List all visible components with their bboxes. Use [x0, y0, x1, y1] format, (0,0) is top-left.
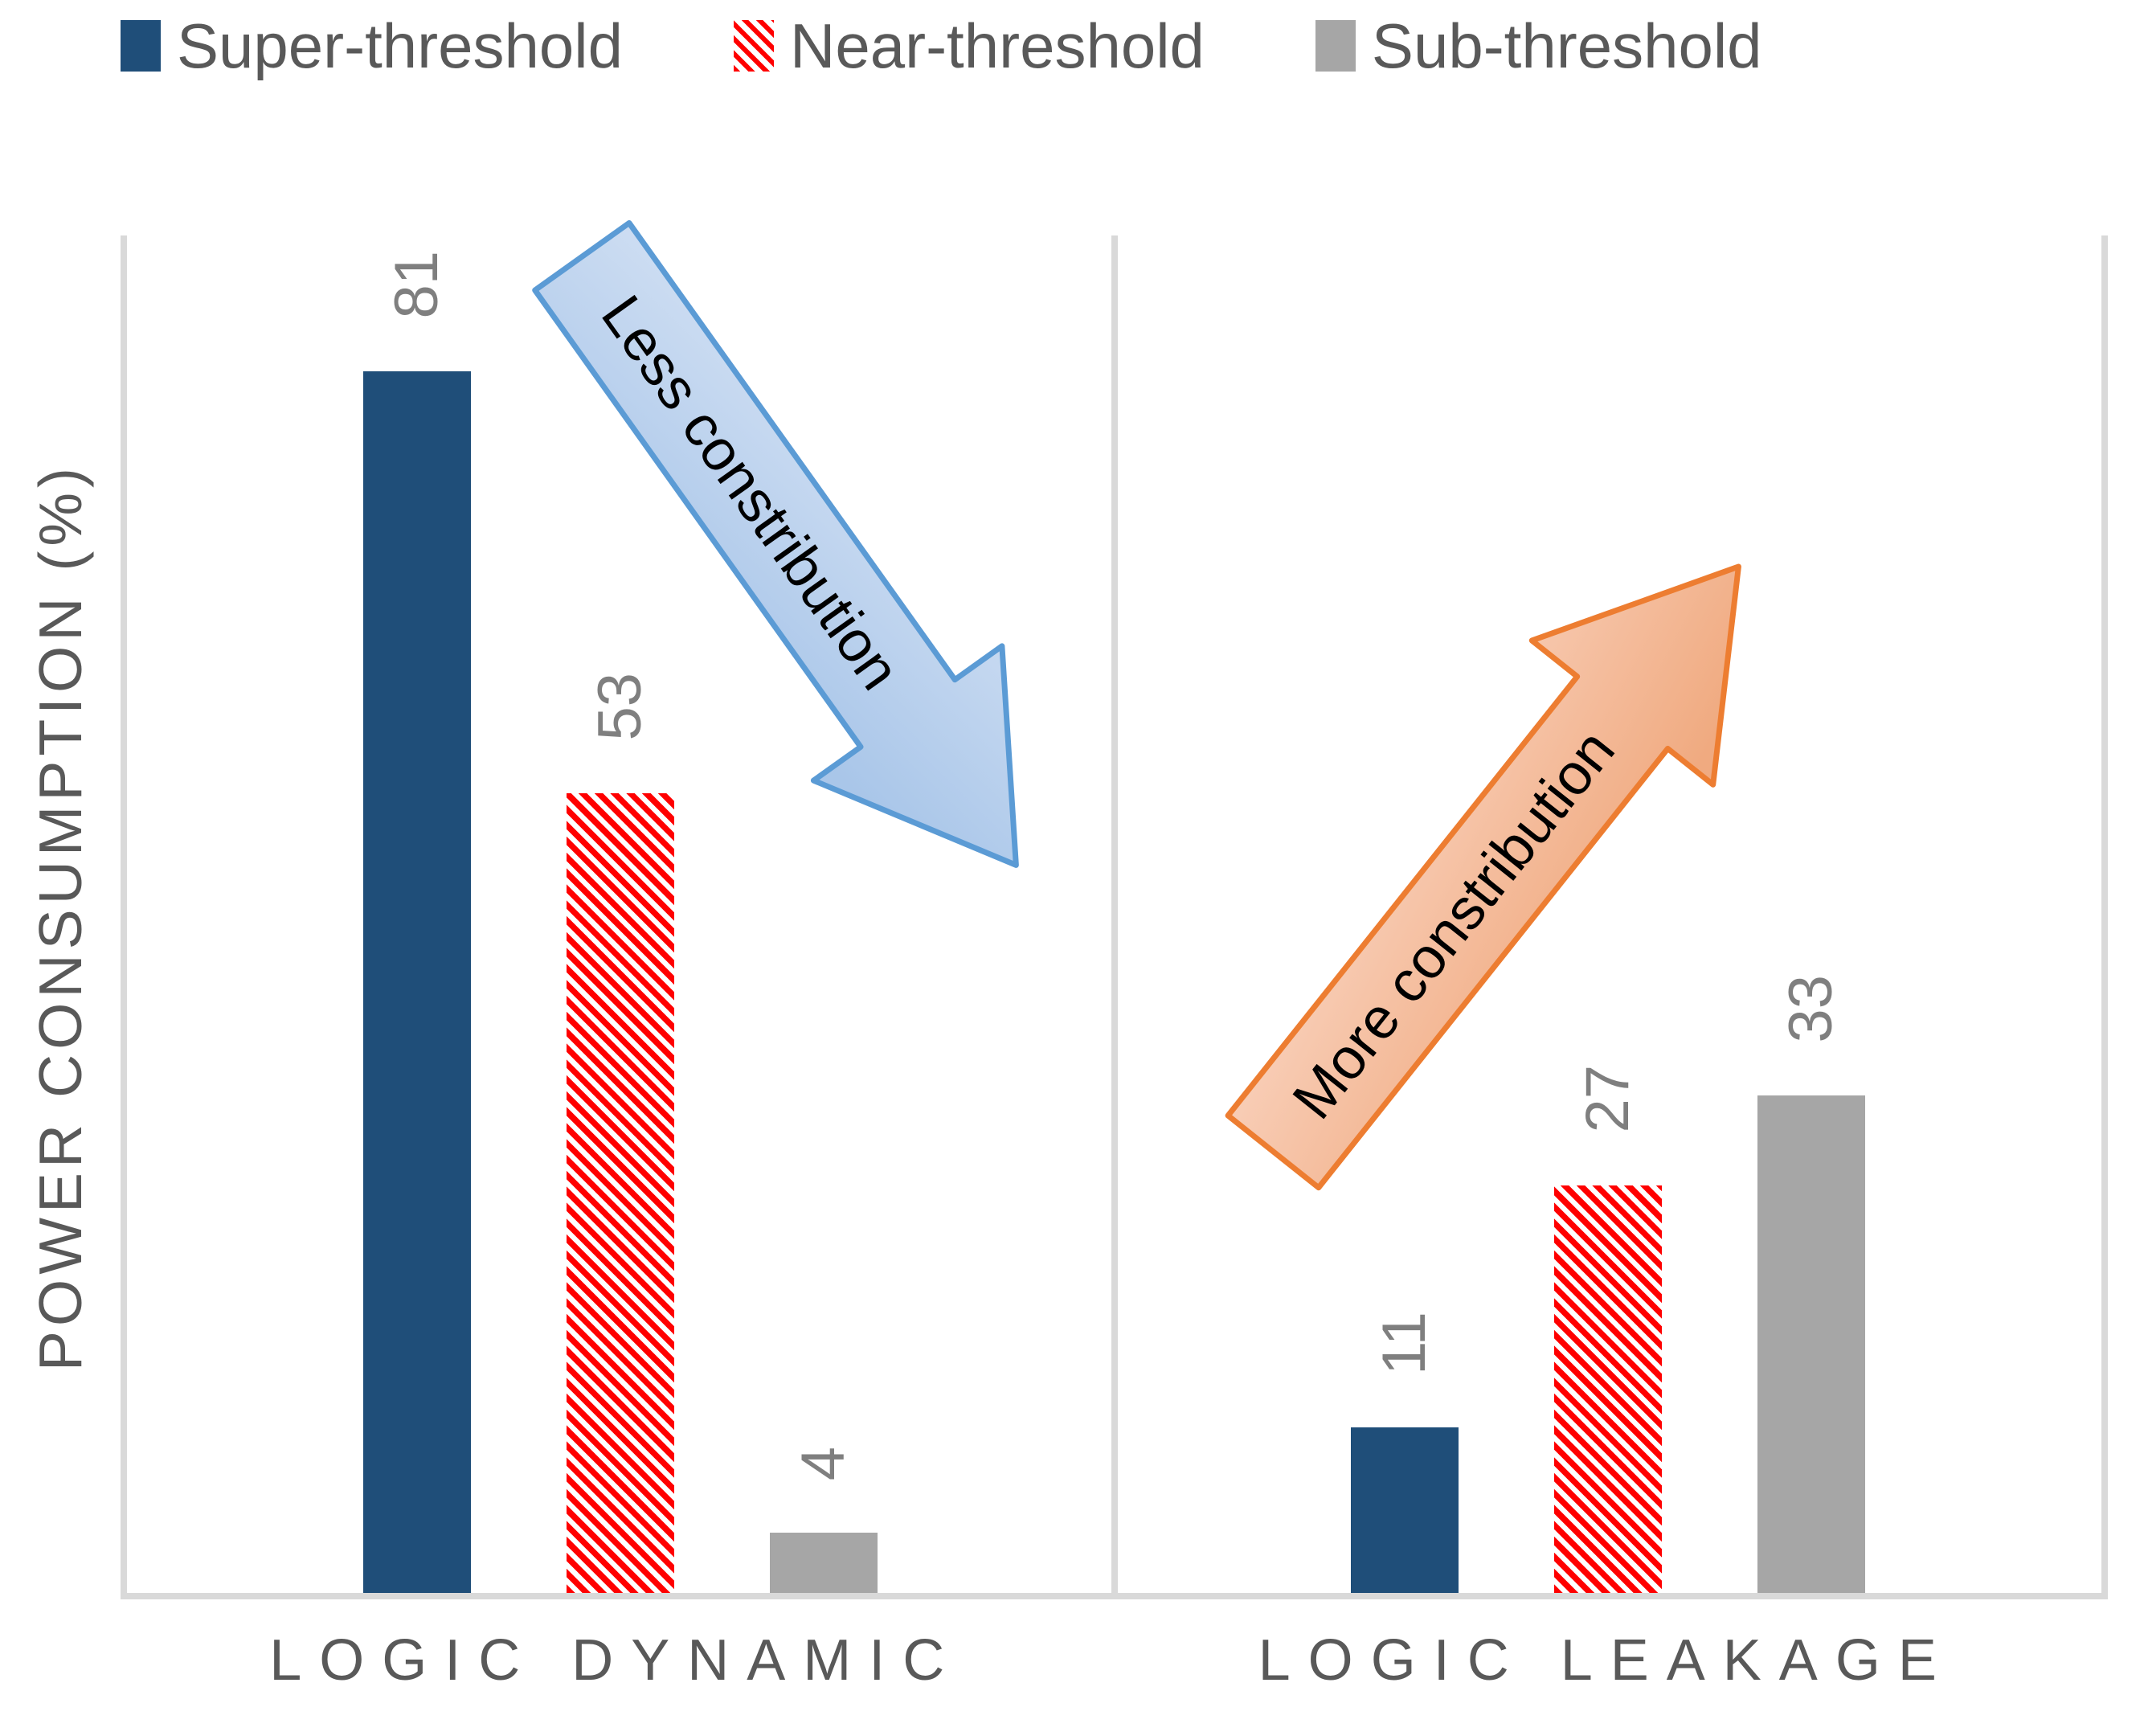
bar-value-label: 33 [1776, 975, 1845, 1043]
legend: Super-threshold Near-threshold Sub-thres… [121, 14, 1762, 77]
x-axis-labels: LOGIC DYNAMIC LOGIC LEAKAGE [121, 1628, 2101, 1693]
bar-value-label: 11 [1369, 1312, 1438, 1375]
bar-slot: 33 [1757, 235, 1865, 1593]
legend-item-sub-threshold: Sub-threshold [1315, 14, 1762, 77]
bar-super-threshold [1350, 1427, 1459, 1593]
legend-label: Near-threshold [790, 10, 1205, 81]
legend-swatch-near-threshold-icon [734, 20, 774, 72]
legend-label: Sub-threshold [1371, 10, 1762, 81]
bar-value-label: 53 [586, 673, 655, 741]
category-divider-line [1111, 235, 1118, 1593]
bar-slot: 27 [1553, 235, 1662, 1593]
bar-value-label: 4 [789, 1446, 858, 1480]
y-axis-title: POWER CONSUMPTION (%) [0, 235, 121, 1599]
plot-area: 81 53 4 11 27 33 [121, 235, 2108, 1599]
bar-slot: 4 [770, 235, 878, 1593]
bar-slot: 81 [363, 235, 472, 1593]
panel-logic-leakage: 11 27 33 [1115, 235, 2102, 1593]
more-contribution-arrow-icon: More constribution [1177, 488, 1836, 1229]
bar-sub-threshold [1757, 1095, 1865, 1593]
category-label-logic-dynamic: LOGIC DYNAMIC [269, 1628, 963, 1693]
legend-label: Super-threshold [177, 10, 623, 81]
legend-swatch-super-threshold-icon [121, 20, 161, 72]
less-contribution-arrow-icon: Less constribution [482, 184, 1117, 939]
bar-sub-threshold [770, 1533, 878, 1593]
legend-item-near-threshold: Near-threshold [734, 14, 1205, 77]
bar-value-label: 27 [1573, 1065, 1642, 1133]
category-label-logic-leakage: LOGIC LEAKAGE [1258, 1628, 1954, 1693]
panel-logic-dynamic: 81 53 4 [127, 235, 1115, 1593]
bar-slot: 11 [1350, 235, 1459, 1593]
legend-swatch-sub-threshold-icon [1315, 20, 1356, 72]
legend-item-super-threshold: Super-threshold [121, 14, 623, 77]
bar-value-label: 81 [383, 251, 452, 319]
y-axis-title-text: POWER CONSUMPTION (%) [27, 463, 94, 1372]
bar-near-threshold [1553, 1185, 1662, 1593]
bar-slot: 53 [567, 235, 675, 1593]
bar-super-threshold [363, 371, 472, 1593]
bar-near-threshold [567, 793, 675, 1593]
